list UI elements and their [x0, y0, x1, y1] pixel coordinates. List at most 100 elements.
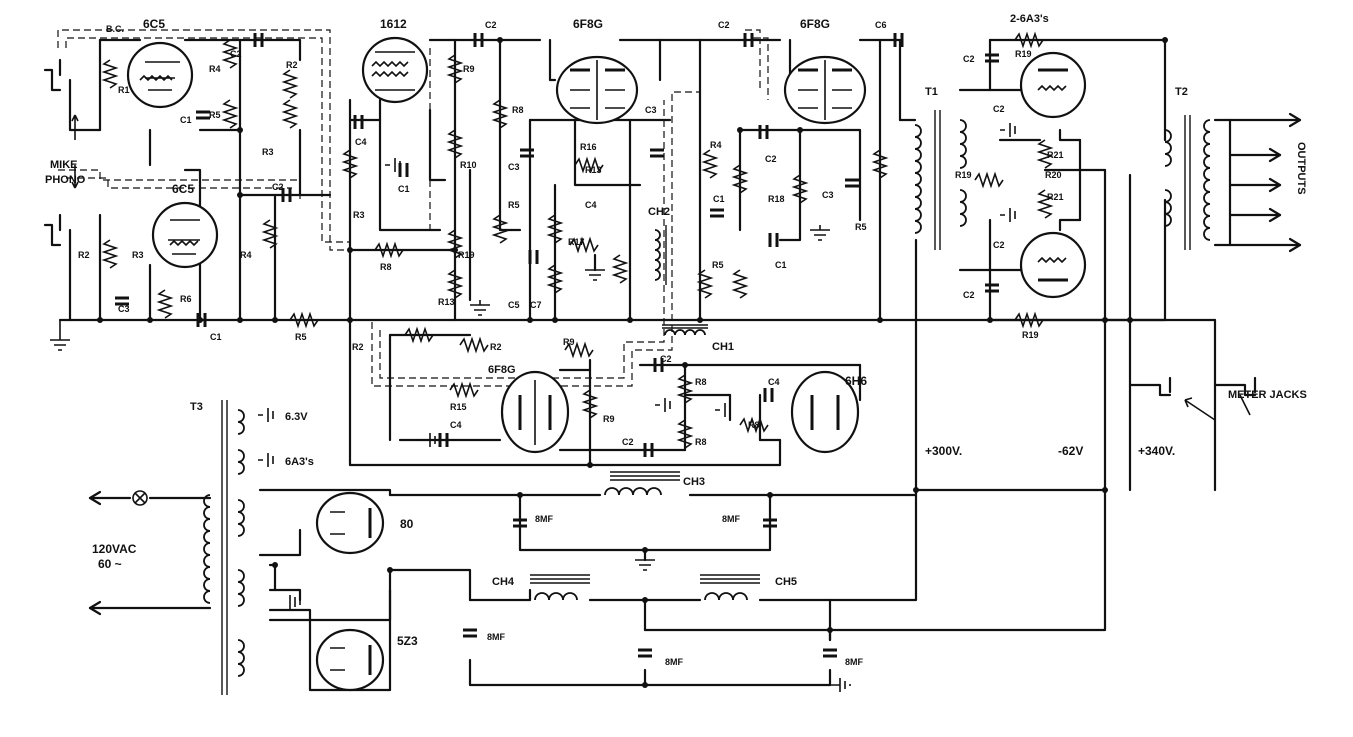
label-c4-b: C4: [585, 200, 597, 210]
label-8mf-d: 8MF: [665, 657, 684, 667]
label-c7: C7: [530, 300, 542, 310]
phono-jack: [43, 213, 62, 247]
wiring: [58, 38, 1302, 692]
label-b-plus-340: +340V.: [1138, 444, 1175, 458]
label-ch1: CH1: [712, 341, 734, 353]
label-6-3v: 6.3V: [285, 411, 308, 423]
choke-ch3: [604, 471, 680, 496]
label-c2-e: C2: [765, 154, 777, 164]
label-6f8g-1: 6F8G: [573, 17, 603, 31]
label-8mf-c: 8MF: [487, 632, 506, 642]
label-r2-a: R2: [286, 60, 298, 70]
tube-v7: [500, 370, 570, 454]
label-r21-a: R21: [1047, 150, 1064, 160]
tube-v1: [126, 41, 194, 109]
junction-dots: [97, 37, 1168, 688]
label-ch3: CH3: [683, 476, 705, 488]
label-r5-e: R5: [855, 222, 867, 232]
label-c3-a: C3: [118, 304, 130, 314]
label-c2-g: C2: [993, 104, 1005, 114]
label-r13-b: R13: [585, 165, 602, 175]
label-bias-62: -62V: [1058, 444, 1083, 458]
label-r8-b: R8: [512, 105, 524, 115]
label-c2-c: C2: [485, 20, 497, 30]
label-r13-a: R13: [438, 297, 455, 307]
label-r16: R16: [580, 142, 597, 152]
choke-ch4: [530, 574, 590, 601]
label-r2-d: R2: [490, 342, 502, 352]
label-r5-a: R5: [209, 110, 221, 120]
label-meter-jacks: METER JACKS: [1228, 389, 1307, 401]
mike-jack: [43, 58, 62, 92]
transformer-t1: [914, 110, 967, 250]
label-5z3: 5Z3: [397, 634, 418, 648]
transformer-t2: [1164, 115, 1211, 250]
label-8mf-b: 8MF: [722, 514, 741, 524]
label-c1-e: C1: [775, 260, 787, 270]
label-r5-c: R5: [508, 200, 520, 210]
label-c2-j: C2: [660, 354, 672, 364]
label-c2-k: C2: [622, 437, 634, 447]
label-c1-b: C1: [210, 332, 222, 342]
tube-v8: [790, 370, 860, 454]
label-t3: T3: [190, 401, 203, 413]
label-1612: 1612: [380, 17, 407, 31]
tube-v6-lower: [1019, 231, 1087, 299]
label-r20: R20: [1045, 170, 1062, 180]
label-c4-d: C4: [768, 377, 780, 387]
label-c3-d: C3: [822, 190, 834, 200]
label-r4-a: R4: [209, 64, 221, 74]
label-120vac: 120VAC: [92, 542, 137, 556]
label-r3-a: R3: [262, 147, 274, 157]
label-r19-a: R19: [458, 250, 475, 260]
tube-v9: [315, 491, 385, 555]
meter-jack-2: [1213, 376, 1257, 397]
choke-ch1: [662, 324, 708, 336]
label-6c5-top: 6C5: [143, 17, 165, 31]
label-t2: T2: [1175, 86, 1188, 98]
label-r4-c: R4: [710, 140, 722, 150]
capacitors: [115, 33, 999, 658]
label-c2-b: C2: [272, 182, 284, 192]
label-c2-d: C2: [718, 20, 730, 30]
label-ch2: CH2: [648, 206, 670, 218]
label-b-plus-300: +300V.: [925, 444, 962, 458]
label-6a3: 2-6A3's: [1010, 13, 1049, 25]
label-6f8g-2: 6F8G: [800, 17, 830, 31]
label-c3-c: C3: [645, 105, 657, 115]
label-6a3s-heater: 6A3's: [285, 456, 314, 468]
meter-jack-1: [1128, 376, 1172, 397]
choke-ch5: [700, 574, 760, 601]
transformer-t3: [203, 400, 245, 695]
label-r2-b: R2: [78, 250, 90, 260]
battery-icons: [258, 123, 1016, 467]
label-c2-i: C2: [963, 290, 975, 300]
label-r4-b: R4: [240, 250, 252, 260]
ground-icons: [50, 225, 851, 692]
label-outputs: OUTPUTS: [1295, 142, 1307, 195]
label-c5: C5: [508, 300, 520, 310]
label-r19-d: R19: [1022, 330, 1039, 340]
label-r18: R18: [768, 194, 785, 204]
label-c4-a: C4: [355, 137, 367, 147]
label-c1-c: C1: [398, 184, 410, 194]
label-r8-c: R8: [695, 377, 707, 387]
label-r5-d: R5: [712, 260, 724, 270]
label-c6: C6: [875, 20, 887, 30]
label-mike: MIKE: [50, 159, 78, 171]
label-r21-b: R21: [1047, 192, 1064, 202]
label-c1-a: C1: [180, 115, 192, 125]
arrow-icons: [71, 112, 1302, 616]
tube-v5: [783, 55, 867, 125]
label-c2-h: C2: [993, 240, 1005, 250]
label-r8-e: R8: [748, 420, 760, 430]
choke-ch2: [654, 225, 667, 285]
tube-v6-upper: [1019, 51, 1087, 119]
label-8mf-e: 8MF: [845, 657, 864, 667]
label-c4-c: C4: [450, 420, 462, 430]
label-r3-c: R3: [353, 210, 365, 220]
label-r5-b: R5: [295, 332, 307, 342]
label-ch4: CH4: [492, 576, 515, 588]
label-t1: T1: [925, 86, 938, 98]
